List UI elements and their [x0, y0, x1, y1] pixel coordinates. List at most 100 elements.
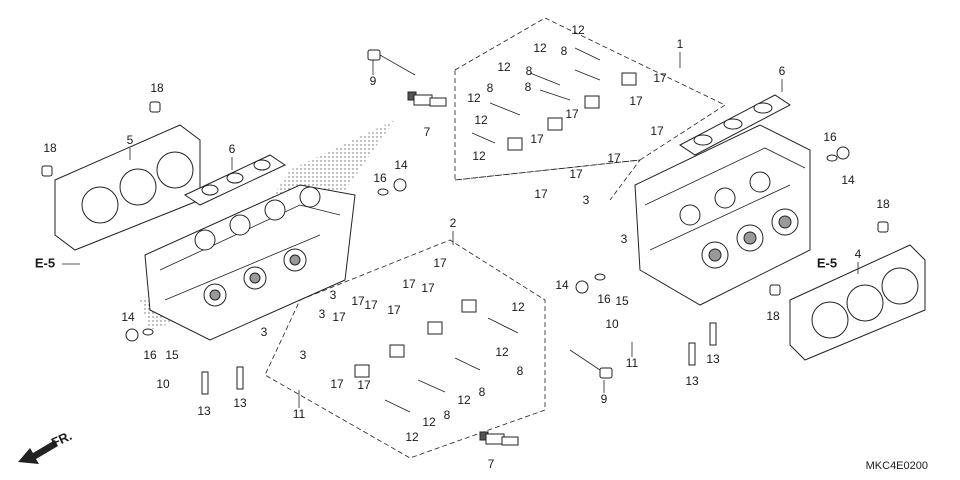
washer-16-right — [594, 273, 606, 281]
callout-14: 14 — [121, 310, 135, 324]
right-cylinder-head — [634, 124, 811, 306]
spark-plug-lower — [479, 431, 519, 446]
group-2-box — [264, 239, 546, 459]
front-label: FR. — [49, 428, 74, 450]
callout-6: 6 — [779, 64, 786, 78]
stud-right-a — [688, 342, 696, 366]
callout-17: 17 — [421, 281, 435, 295]
callout-12: 12 — [472, 149, 486, 163]
callout-5: 5 — [127, 133, 134, 147]
callout-17: 17 — [534, 187, 548, 201]
callout-12: 12 — [533, 41, 547, 55]
dowel-right — [877, 221, 889, 233]
callout-1: 1 — [677, 37, 684, 51]
callout-17: 17 — [569, 167, 583, 181]
callout-7: 7 — [488, 457, 495, 471]
callout-16: 16 — [823, 130, 837, 144]
callout-10: 10 — [605, 317, 619, 331]
callout-12: 12 — [511, 300, 525, 314]
left-head-gasket — [54, 124, 201, 251]
dowel-lower-right — [769, 284, 781, 296]
callout-6: 6 — [229, 142, 236, 156]
callout-17: 17 — [650, 124, 664, 138]
callout-12: 12 — [457, 393, 471, 407]
callout-17: 17 — [565, 107, 579, 121]
callout-8: 8 — [479, 385, 486, 399]
group-1-box-lower — [454, 159, 641, 201]
callout-17: 17 — [402, 277, 416, 291]
callout-13: 13 — [233, 396, 247, 410]
callout-17: 17 — [330, 377, 344, 391]
seal-14-left — [125, 328, 139, 342]
callout-18: 18 — [43, 141, 57, 155]
callout-17: 17 — [351, 294, 365, 308]
seal-14-far-right — [836, 146, 850, 160]
washer-16-upper — [377, 188, 389, 196]
callout-12: 12 — [405, 430, 419, 444]
callout-17: 17 — [357, 378, 371, 392]
callout-14: 14 — [555, 278, 569, 292]
head-bolt-lower — [569, 349, 613, 379]
callout-11: 11 — [293, 407, 306, 421]
callout-17: 17 — [332, 310, 346, 324]
callout-17: 17 — [530, 132, 544, 146]
right-head-gasket — [789, 244, 926, 361]
seal-14-right — [575, 280, 589, 294]
diagram-code: MKC4E0200 — [866, 460, 928, 472]
callout-12: 12 — [422, 415, 436, 429]
callout-7: 7 — [424, 125, 431, 139]
callout-16: 16 — [373, 171, 387, 185]
leader-lines — [129, 52, 859, 408]
callout-17: 17 — [607, 151, 621, 165]
callout-12: 12 — [467, 91, 481, 105]
callout-3: 3 — [583, 193, 590, 207]
callout-3: 3 — [319, 307, 326, 321]
callout-13: 13 — [685, 374, 699, 388]
callout-16: 16 — [597, 292, 611, 306]
callout-4: 4 — [855, 247, 862, 261]
dowel-left — [41, 165, 53, 177]
callout-17: 17 — [364, 298, 378, 312]
callout-17: 17 — [387, 303, 401, 317]
callout-9: 9 — [601, 392, 608, 406]
stud-left-b — [236, 366, 244, 390]
callout-12: 12 — [571, 23, 585, 37]
dowel-upper-left — [149, 101, 161, 113]
cam-holders-lower — [354, 299, 519, 413]
right-exhaust-gasket — [679, 94, 791, 156]
ref-e5-right: E-5 — [817, 255, 837, 270]
callout-3: 3 — [300, 348, 307, 362]
callout-15: 15 — [165, 348, 179, 362]
callout-12: 12 — [495, 345, 509, 359]
callout-16: 16 — [143, 348, 157, 362]
callout-10: 10 — [156, 377, 170, 391]
callout-13: 13 — [706, 352, 720, 366]
callout-8: 8 — [561, 44, 568, 58]
cam-holders-upper — [471, 47, 637, 151]
callout-12: 12 — [497, 60, 511, 74]
callout-18: 18 — [876, 197, 890, 211]
callout-8: 8 — [526, 64, 533, 78]
callout-8: 8 — [487, 81, 494, 95]
callout-8: 8 — [525, 80, 532, 94]
callout-18: 18 — [766, 309, 780, 323]
callout-14: 14 — [841, 173, 855, 187]
left-exhaust-gasket — [183, 154, 287, 206]
callout-17: 17 — [653, 71, 667, 85]
left-cylinder-head — [144, 184, 356, 341]
callout-17: 17 — [629, 94, 643, 108]
callout-8: 8 — [517, 364, 524, 378]
spark-plug-upper — [407, 91, 447, 107]
stud-left-a — [201, 371, 209, 395]
group-1-box — [454, 17, 726, 181]
callout-17: 17 — [433, 256, 447, 270]
seal-14-upper — [393, 178, 407, 192]
stud-right-b — [709, 322, 717, 346]
callout-3: 3 — [330, 288, 337, 302]
callout-12: 12 — [474, 113, 488, 127]
callout-11: 11 — [626, 356, 639, 370]
ref-e5-left: E-5 — [35, 255, 55, 270]
front-arrow-icon — [18, 440, 58, 464]
